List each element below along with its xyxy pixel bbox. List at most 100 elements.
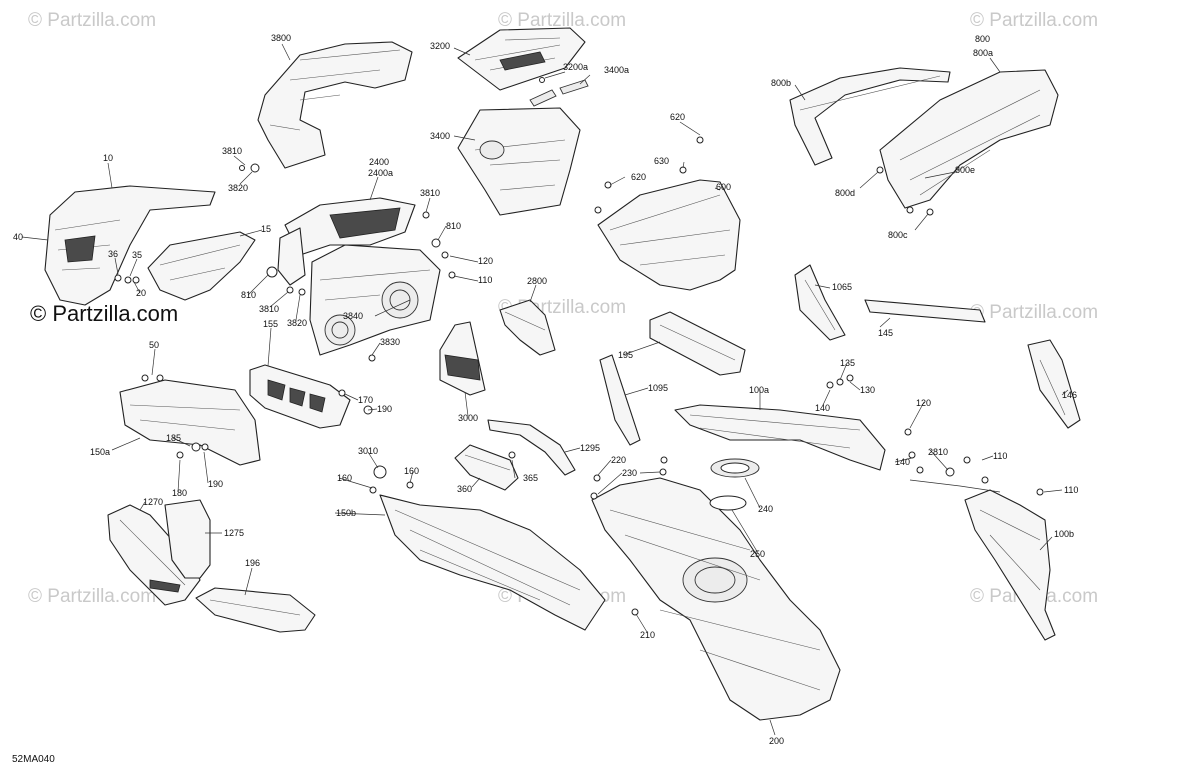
label-800c[interactable]: 800c	[888, 230, 908, 240]
label-3400[interactable]: 3400	[430, 131, 450, 141]
label-3840[interactable]: 3840	[343, 311, 363, 321]
part-3800[interactable]	[257, 41, 413, 169]
label-40[interactable]: 40	[13, 232, 23, 242]
label-160-b[interactable]: 160	[404, 466, 419, 476]
label-120[interactable]: 120	[478, 256, 493, 266]
label-3010[interactable]: 3010	[358, 446, 378, 456]
label-20[interactable]: 20	[136, 288, 146, 298]
label-170[interactable]: 170	[358, 395, 373, 405]
label-1295[interactable]: 1295	[580, 443, 600, 453]
label-196[interactable]: 196	[245, 558, 260, 568]
label-800e[interactable]: 800e	[955, 165, 975, 175]
label-140[interactable]: 140	[815, 403, 830, 413]
part-1275[interactable]	[164, 499, 211, 579]
part-3200[interactable]	[457, 27, 586, 91]
label-160[interactable]: 160	[337, 473, 352, 483]
label-3810-b[interactable]: 3810	[420, 188, 440, 198]
part-1295[interactable]	[487, 419, 576, 476]
part-2800[interactable]	[499, 299, 556, 356]
label-2810[interactable]: 2810	[928, 447, 948, 457]
part-146[interactable]	[1027, 339, 1081, 429]
label-100b[interactable]: 100b	[1054, 529, 1074, 539]
label-3810-c[interactable]: 3810	[259, 304, 279, 314]
part-3400a[interactable]	[559, 79, 589, 95]
label-146[interactable]: 146	[1062, 390, 1077, 400]
part-1095[interactable]	[599, 354, 641, 446]
label-190[interactable]: 190	[377, 404, 392, 414]
label-180[interactable]: 180	[172, 488, 187, 498]
label-3400a[interactable]: 3400a	[604, 65, 629, 75]
label-195[interactable]: 195	[618, 350, 633, 360]
label-150b[interactable]: 150b	[336, 508, 356, 518]
label-600[interactable]: 600	[716, 182, 731, 192]
label-150a[interactable]: 150a	[90, 447, 110, 457]
label-240[interactable]: 240	[758, 504, 773, 514]
label-10[interactable]: 10	[103, 153, 113, 163]
label-250[interactable]: 250	[750, 549, 765, 559]
label-185[interactable]: 185	[166, 433, 181, 443]
part-2810[interactable]	[909, 479, 1001, 493]
part-100a[interactable]	[674, 404, 886, 471]
part-10[interactable]	[44, 185, 216, 306]
label-140-b[interactable]: 140	[895, 457, 910, 467]
label-2800[interactable]: 2800	[527, 276, 547, 286]
label-800b[interactable]: 800b	[771, 78, 791, 88]
label-620-b[interactable]: 620	[631, 172, 646, 182]
part-150b[interactable]	[379, 494, 606, 631]
label-3820[interactable]: 3820	[228, 183, 248, 193]
label-35[interactable]: 35	[132, 250, 142, 260]
label-36[interactable]: 36	[108, 249, 118, 259]
part-15[interactable]	[147, 231, 256, 301]
label-210[interactable]: 210	[640, 630, 655, 640]
label-110-c[interactable]: 110	[1064, 485, 1078, 495]
part-240[interactable]	[710, 458, 760, 478]
label-3800[interactable]: 3800	[271, 33, 291, 43]
part-145[interactable]	[864, 299, 986, 323]
label-200[interactable]: 200	[769, 736, 784, 746]
label-230[interactable]: 230	[622, 468, 637, 478]
label-145[interactable]: 145	[878, 328, 893, 338]
part-150a[interactable]	[119, 379, 261, 466]
part-3200a[interactable]	[529, 89, 557, 107]
label-1270[interactable]: 1270	[143, 497, 163, 507]
label-1095[interactable]: 1095	[648, 383, 668, 393]
label-100a[interactable]: 100a	[749, 385, 769, 395]
label-50[interactable]: 50	[149, 340, 159, 350]
label-3200[interactable]: 3200	[430, 41, 450, 51]
label-135[interactable]: 135	[840, 358, 855, 368]
label-3200a[interactable]: 3200a	[563, 62, 588, 72]
part-196[interactable]	[195, 587, 316, 633]
label-365[interactable]: 365	[523, 473, 538, 483]
label-3810[interactable]: 3810	[222, 146, 242, 156]
part-1065[interactable]	[794, 264, 846, 341]
part-250[interactable]	[709, 495, 747, 511]
label-620[interactable]: 620	[670, 112, 685, 122]
part-200[interactable]	[591, 477, 841, 721]
label-800[interactable]: 800	[975, 34, 990, 44]
label-1275[interactable]: 1275	[224, 528, 244, 538]
label-800d[interactable]: 800d	[835, 188, 855, 198]
part-100b[interactable]	[964, 489, 1056, 641]
label-110[interactable]: 110	[478, 275, 492, 285]
part-3400[interactable]	[457, 107, 581, 216]
label-155[interactable]: 155	[263, 319, 278, 329]
label-15[interactable]: 15	[261, 224, 271, 234]
label-630[interactable]: 630	[654, 156, 669, 166]
label-190-b[interactable]: 190	[208, 479, 223, 489]
label-3820-b[interactable]: 3820	[287, 318, 307, 328]
part-3000[interactable]	[439, 321, 486, 396]
label-120-b[interactable]: 120	[916, 398, 931, 408]
part-2400a[interactable]	[277, 227, 306, 286]
part-360[interactable]	[454, 444, 519, 491]
label-1065[interactable]: 1065	[832, 282, 852, 292]
label-360[interactable]: 360	[457, 484, 472, 494]
label-810-b[interactable]: 810	[241, 290, 256, 300]
label-3000[interactable]: 3000	[458, 413, 478, 423]
label-220[interactable]: 220	[611, 455, 626, 465]
label-130[interactable]: 130	[860, 385, 875, 395]
part-2400[interactable]	[284, 197, 441, 356]
label-800a[interactable]: 800a	[973, 48, 993, 58]
part-155[interactable]	[249, 364, 351, 429]
part-800a[interactable]	[879, 69, 1059, 209]
part-600[interactable]	[597, 179, 741, 291]
